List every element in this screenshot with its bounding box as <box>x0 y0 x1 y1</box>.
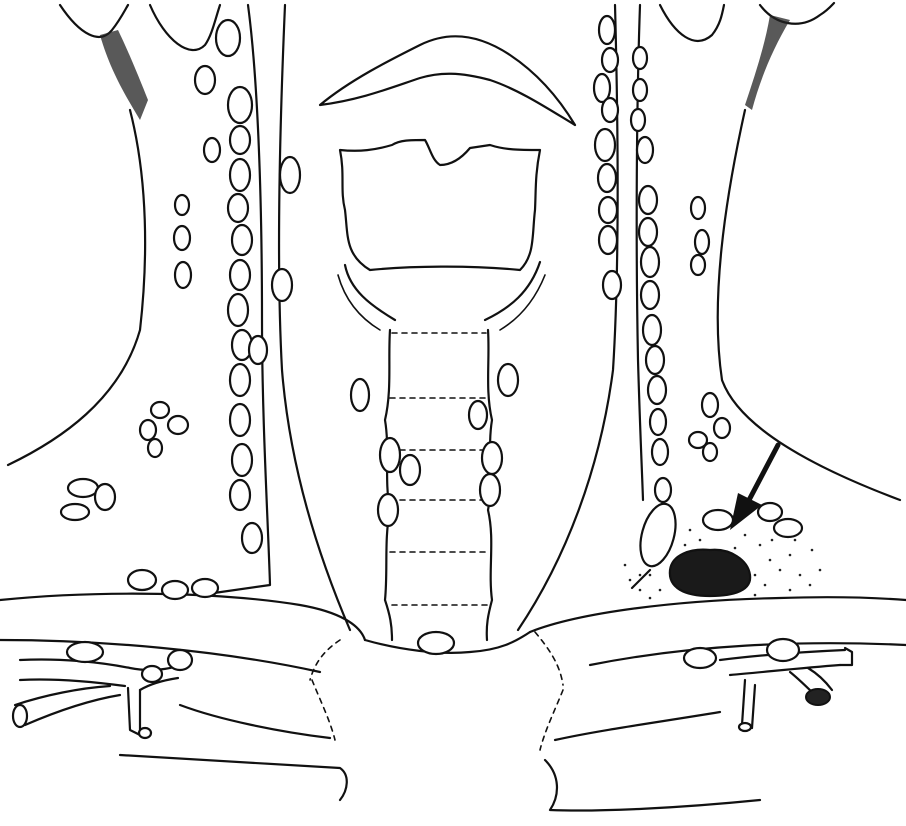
right-muscle-shading <box>745 15 790 110</box>
neck-outline-right <box>718 110 900 500</box>
neck-outline-left <box>8 110 145 465</box>
trachea <box>385 330 492 640</box>
thyroid-cartilage <box>340 140 540 270</box>
subclavian-vein-left <box>13 659 190 738</box>
cricoid-cartilage <box>345 265 395 320</box>
clavicle-right <box>530 597 906 632</box>
lower-thorax <box>120 632 760 811</box>
upper-neck-outline <box>60 3 834 120</box>
left-muscle-shading <box>100 30 148 120</box>
clavicle-left <box>0 594 365 640</box>
hyoid-bone <box>320 36 575 125</box>
